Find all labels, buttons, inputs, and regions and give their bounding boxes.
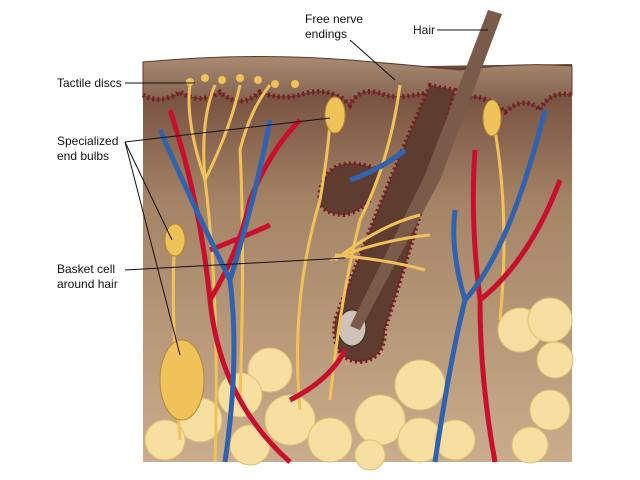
label-line: Specialized — [57, 134, 119, 148]
label-line: Free nerve — [305, 12, 364, 26]
hair-shaft — [350, 10, 502, 330]
label-free-nerve-endings: Free nerve endings — [305, 12, 363, 42]
label-line: Basket cell — [57, 262, 116, 276]
tactile-discs — [186, 74, 299, 88]
label-line: end bulbs — [57, 149, 110, 163]
label-line: around hair — [57, 277, 118, 291]
label-hair: Hair — [413, 23, 436, 37]
leader-lines — [124, 29, 488, 356]
end-bulbs — [159, 96, 502, 421]
label-line: endings — [305, 27, 348, 41]
veins — [157, 109, 548, 463]
label-basket-cell: Basket cell around hair — [57, 262, 118, 292]
label-tactile-discs: Tactile discs — [57, 76, 122, 90]
label-specialized-end-bulbs: Specialized end bulbs — [57, 134, 118, 164]
fat-tissue — [144, 297, 574, 471]
